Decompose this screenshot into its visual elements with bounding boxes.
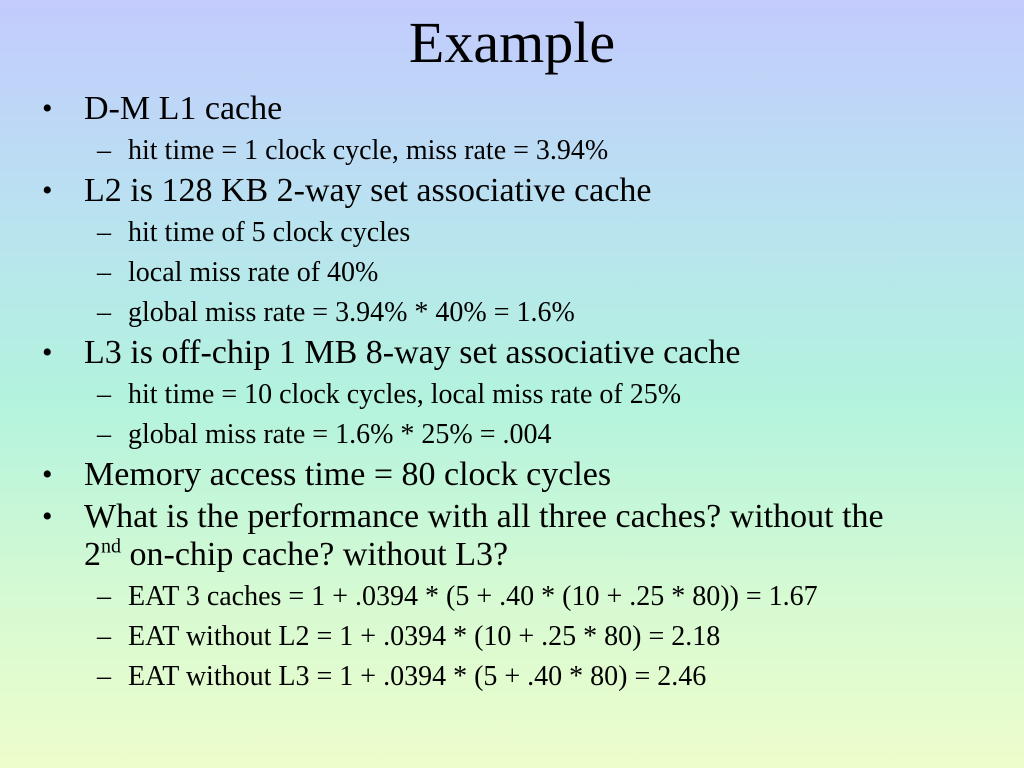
bullet-text: L3 is off-chip 1 MB 8-way set associativ… (84, 334, 741, 371)
bullet-icon: • (42, 500, 53, 533)
sub-bullet-text: EAT 3 caches = 1 + .0394 * (5 + .40 * (1… (128, 581, 818, 612)
bullet-item: • L2 is 128 KB 2-way set associative cac… (42, 172, 1002, 210)
bullet-item: • What is the performance with all three… (42, 498, 1002, 574)
dash-icon: – (97, 581, 111, 612)
sub-bullet-text: global miss rate = 1.6% * 25% = .004 (128, 419, 552, 450)
bullet-text: L2 is 128 KB 2-way set associative cache (84, 172, 652, 209)
sub-bullet-text: EAT without L3 = 1 + .0394 * (5 + .40 * … (128, 661, 707, 692)
sub-bullet-item: – EAT without L2 = 1 + .0394 * (10 + .25… (42, 620, 1002, 654)
bullet-text-line1: What is the performance with all three c… (84, 498, 884, 535)
sub-bullet-text: hit time = 10 clock cycles, local miss r… (128, 379, 682, 410)
bullet-item: • D-M L1 cache (42, 90, 1002, 128)
bullet-icon: • (42, 174, 53, 207)
dash-icon: – (97, 661, 111, 692)
dash-icon: – (97, 257, 111, 288)
sub-bullet-item: – hit time = 10 clock cycles, local miss… (42, 378, 1002, 412)
bullet-text: Memory access time = 80 clock cycles (84, 456, 612, 493)
bullet-item: • Memory access time = 80 clock cycles (42, 456, 1002, 494)
slide-title: Example (408, 10, 616, 75)
sub-bullet-text: local miss rate of 40% (128, 257, 379, 288)
sub-bullet-item: – EAT 3 caches = 1 + .0394 * (5 + .40 * … (42, 580, 1002, 614)
sub-bullet-text: hit time = 1 clock cycle, miss rate = 3.… (128, 135, 609, 166)
sub-bullet-item: – local miss rate of 40% (42, 256, 1002, 290)
bullet-icon: • (42, 92, 53, 125)
sub-bullet-text: global miss rate = 3.94% * 40% = 1.6% (128, 297, 575, 328)
dash-icon: – (97, 297, 111, 328)
bullet-text-line2-number: 2 (84, 536, 101, 573)
bullet-text-line2: on-chip cache? without L3? (121, 536, 509, 573)
dash-icon: – (97, 621, 111, 652)
sub-bullet-item: – global miss rate = 3.94% * 40% = 1.6% (42, 296, 1002, 330)
sub-bullet-text: hit time of 5 clock cycles (128, 217, 411, 248)
dash-icon: – (97, 217, 111, 248)
sub-bullet-item: – hit time = 1 clock cycle, miss rate = … (42, 134, 1002, 168)
bullet-icon: • (42, 458, 53, 491)
ordinal-suffix: nd (101, 535, 121, 558)
sub-bullet-item: – global miss rate = 1.6% * 25% = .004 (42, 418, 1002, 452)
sub-bullet-item: – EAT without L3 = 1 + .0394 * (5 + .40 … (42, 660, 1002, 694)
dash-icon: – (97, 135, 111, 166)
bullet-icon: • (42, 336, 53, 369)
slide-content: • D-M L1 cache – hit time = 1 clock cycl… (42, 86, 1002, 694)
sub-bullet-item: – hit time of 5 clock cycles (42, 216, 1002, 250)
dash-icon: – (97, 419, 111, 450)
sub-bullet-text: EAT without L2 = 1 + .0394 * (10 + .25 *… (128, 621, 721, 652)
bullet-item: • L3 is off-chip 1 MB 8-way set associat… (42, 334, 1002, 372)
bullet-text: D-M L1 cache (84, 90, 283, 127)
dash-icon: – (97, 379, 111, 410)
